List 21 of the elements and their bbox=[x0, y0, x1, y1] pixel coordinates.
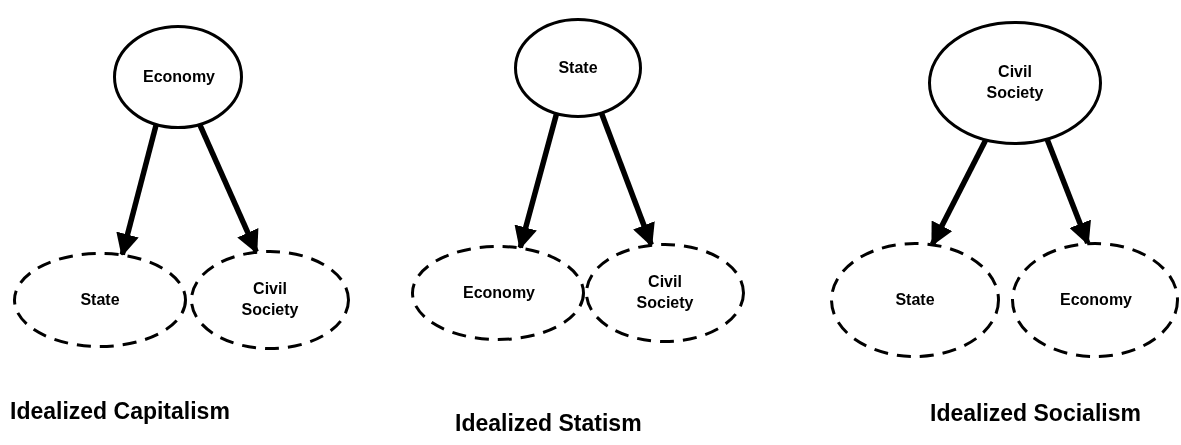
panel-title: Idealized Capitalism bbox=[10, 398, 230, 425]
ellipse-node bbox=[1011, 242, 1179, 358]
ellipse-node bbox=[830, 242, 1000, 358]
ellipse-node bbox=[411, 245, 585, 341]
node-label: State bbox=[895, 289, 935, 310]
node-label: Economy bbox=[463, 282, 533, 303]
node-label: Civil Society bbox=[985, 62, 1045, 103]
panel-title: Idealized Statism bbox=[455, 410, 642, 437]
panel-title: Idealized Socialism bbox=[930, 400, 1141, 427]
node-label: Economy bbox=[143, 66, 213, 87]
node-label: State bbox=[80, 289, 120, 310]
node-label: Civil Society bbox=[240, 279, 300, 320]
node-label: State bbox=[558, 57, 598, 78]
node-label: Civil Society bbox=[635, 272, 695, 313]
ellipse-node bbox=[514, 18, 642, 118]
ellipse-node bbox=[928, 21, 1102, 145]
ellipse-node bbox=[190, 250, 350, 350]
ellipse-node bbox=[585, 243, 745, 343]
ellipse-node bbox=[13, 252, 187, 348]
node-label: Economy bbox=[1060, 289, 1130, 310]
ellipse-node bbox=[113, 25, 243, 129]
